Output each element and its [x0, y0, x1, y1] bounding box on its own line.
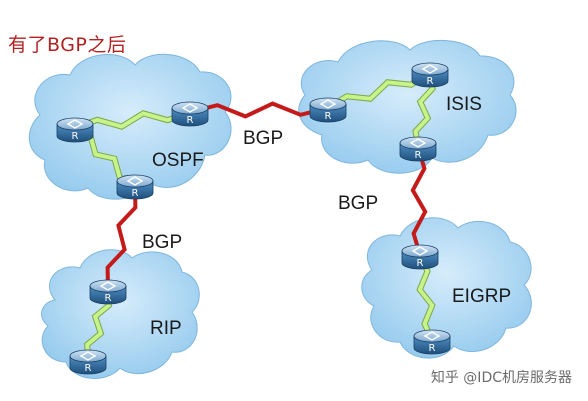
router-top	[116, 174, 154, 188]
router-arrows-icon	[66, 119, 84, 129]
ospf-cloud	[28, 53, 232, 200]
router-arrows-icon	[421, 64, 439, 74]
domain-label-ospf: OSPF	[152, 150, 204, 171]
router-top	[411, 62, 449, 76]
router-top	[171, 101, 209, 115]
router-arrows-icon	[126, 176, 144, 186]
router-eigrp-r1: R	[401, 244, 439, 270]
router-label: R	[105, 293, 112, 304]
router-arrows-icon	[423, 331, 441, 341]
router-label: R	[85, 363, 92, 374]
router-label: R	[187, 115, 194, 126]
router-arrows-icon	[79, 351, 97, 361]
router-ospf-r1: R	[56, 117, 94, 143]
rip-cloud	[41, 249, 200, 379]
router-arrows-icon	[409, 138, 427, 148]
domain-label-rip: RIP	[150, 318, 182, 339]
router-label: R	[132, 188, 139, 199]
router-ospf-r3: R	[116, 174, 154, 200]
router-top	[399, 136, 437, 150]
isis-cloud	[298, 39, 517, 174]
router-rip-r1: R	[89, 279, 127, 305]
router-top	[413, 329, 451, 343]
router-top	[401, 244, 439, 258]
router-label: R	[427, 76, 434, 87]
router-top	[89, 279, 127, 293]
bgp-label-top: BGP	[243, 128, 284, 149]
router-label: R	[417, 258, 424, 269]
bgp-label-right: BGP	[338, 193, 379, 214]
router-arrows-icon	[319, 99, 337, 109]
router-isis-r3: R	[399, 136, 437, 162]
router-label: R	[415, 150, 422, 161]
bgp-label-left: BGP	[142, 232, 183, 253]
router-isis-r1: R	[309, 97, 347, 123]
router-arrows-icon	[181, 103, 199, 113]
router-label: R	[429, 343, 436, 354]
diagram-title: 有了BGP之后	[8, 34, 127, 56]
watermark: 知乎 @IDC机房服务器	[430, 370, 572, 386]
igp-link-ospf-r1-ospf-r2	[74, 110, 191, 130]
router-top	[56, 117, 94, 131]
router-top	[69, 349, 107, 363]
router-rip-r2: R	[69, 349, 107, 375]
domain-label-eigrp: EIGRP	[452, 286, 512, 307]
router-label: R	[325, 111, 332, 122]
domain-label-isis: ISIS	[446, 94, 482, 115]
router-eigrp-r2: R	[413, 329, 451, 355]
bgp-link-ospf-r2-isis-r1	[189, 101, 329, 119]
router-ospf-r2: R	[171, 101, 209, 127]
router-arrows-icon	[99, 281, 117, 291]
router-arrows-icon	[411, 246, 429, 256]
router-label: R	[72, 131, 79, 142]
router-top	[309, 97, 347, 111]
bgp-link-ospf-r3-rip-r1	[105, 184, 138, 291]
bgp-link-isis-r3-eigrp-r1	[410, 146, 428, 256]
router-isis-r2: R	[411, 62, 449, 88]
